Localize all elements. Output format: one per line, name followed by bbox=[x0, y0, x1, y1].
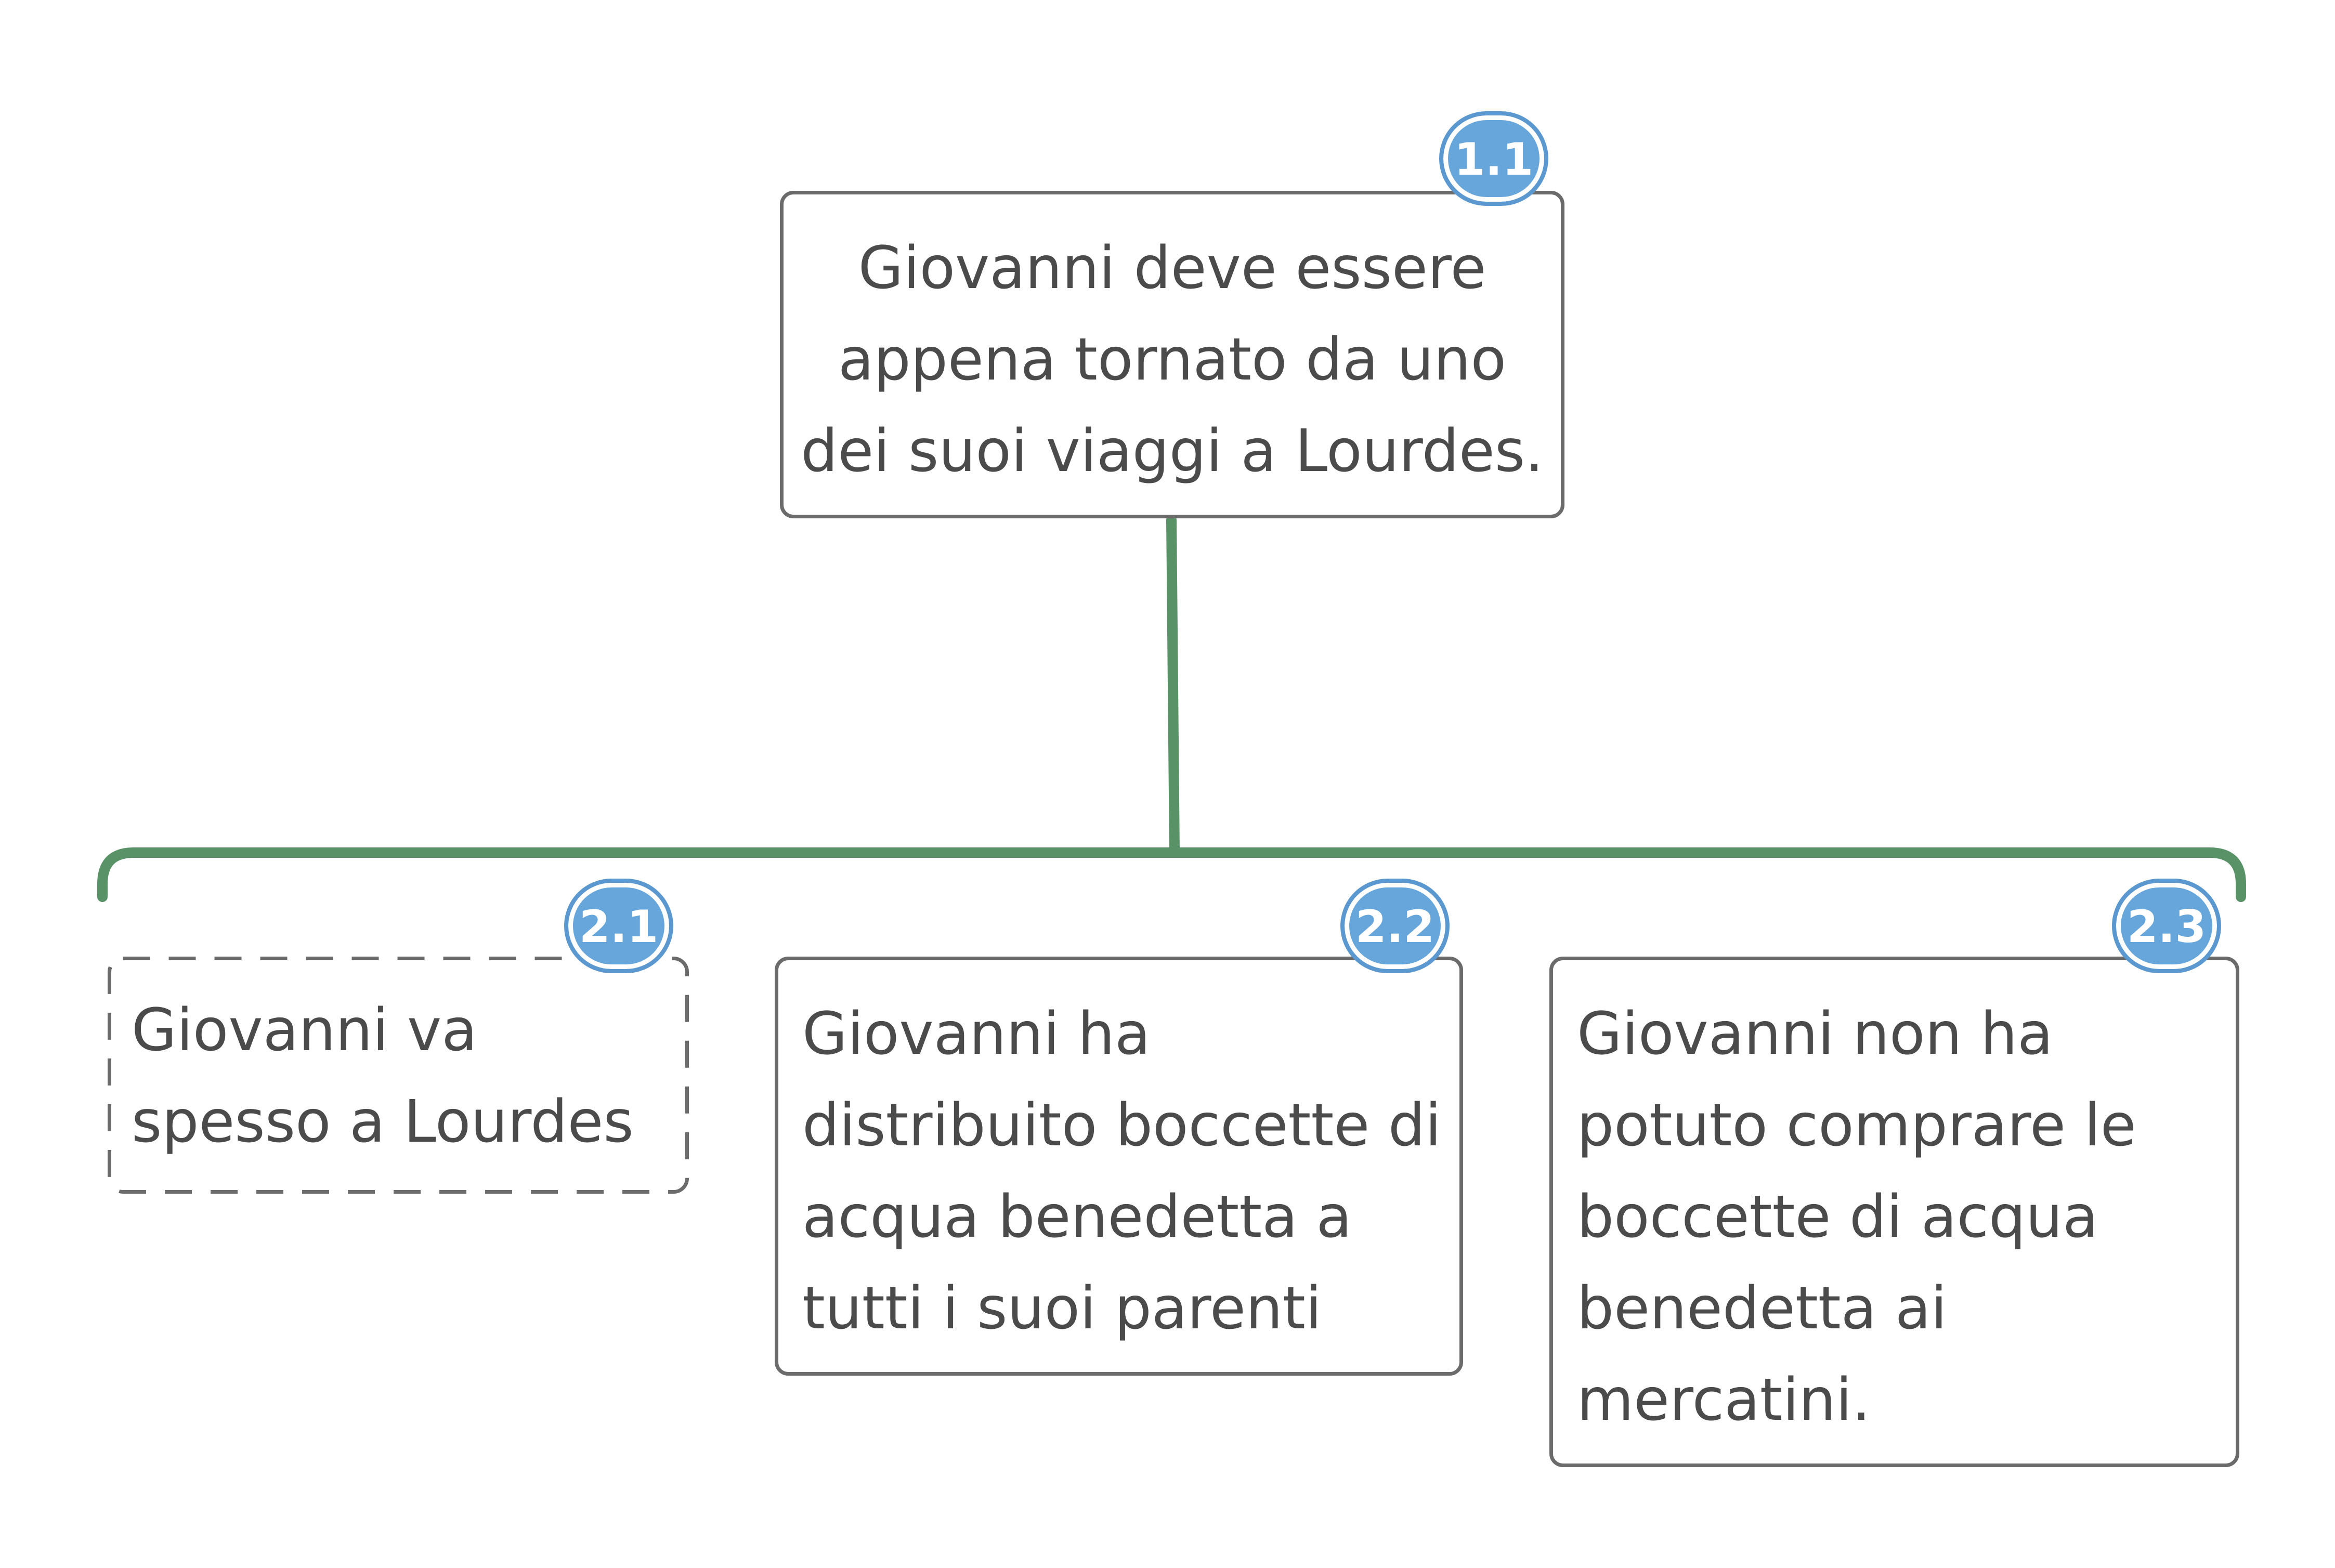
root-badge: 1.1 bbox=[1439, 111, 1548, 206]
root-stem-line bbox=[1166, 515, 1180, 858]
child-badge-2-1: 2.1 bbox=[564, 879, 673, 973]
root-node-text: Giovanni deve essere appena tornato da u… bbox=[801, 234, 1544, 485]
dashed-border bbox=[108, 957, 689, 1194]
branch-bracket-line bbox=[97, 847, 2246, 902]
child-badge-2-2: 2.2 bbox=[1340, 879, 1450, 973]
child-node-2-2-text: Giovanni ha distribuito boccette di acqu… bbox=[802, 1000, 1442, 1342]
child-node-2-3-text: Giovanni non ha potuto comprare le bocce… bbox=[1577, 1000, 2136, 1434]
child-node-2-1[interactable]: Giovanni va spesso a Lourdes bbox=[108, 957, 689, 1194]
child-badge-2-3: 2.3 bbox=[2112, 879, 2221, 973]
root-node[interactable]: Giovanni deve essere appena tornato da u… bbox=[780, 191, 1564, 518]
child-node-2-1-text: Giovanni va spesso a Lourdes bbox=[132, 997, 634, 1156]
child-node-2-2[interactable]: Giovanni ha distribuito boccette di acqu… bbox=[775, 957, 1463, 1376]
child-node-2-3[interactable]: Giovanni non ha potuto comprare le bocce… bbox=[1549, 957, 2239, 1467]
